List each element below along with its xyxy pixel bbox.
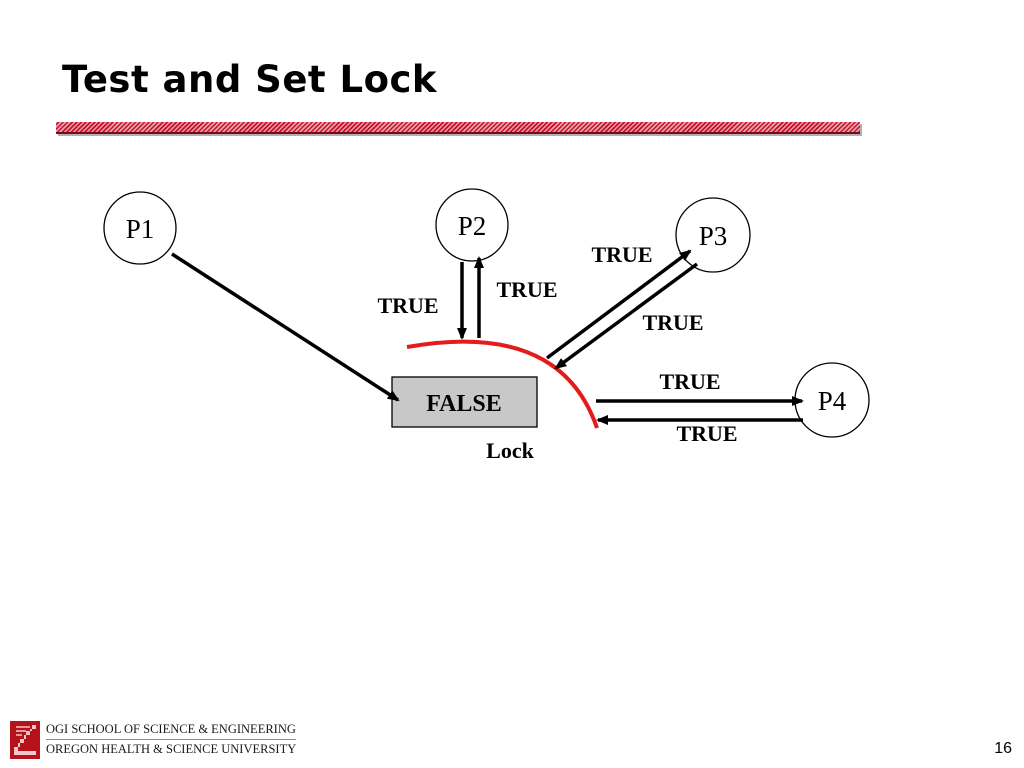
edge-label-p3-to-lock: TRUE	[642, 310, 703, 335]
process-label-p4: P4	[818, 386, 847, 416]
process-node-p2: P2	[435, 188, 509, 262]
ohsu-logo-icon	[10, 721, 40, 759]
lock-boundary-arc	[406, 339, 599, 429]
edge-label-lock-to-p3: TRUE	[591, 242, 652, 267]
edge-label-p4-to-lock: TRUE	[676, 421, 737, 446]
lock-box	[391, 376, 538, 428]
lock-caption: Lock	[486, 438, 534, 463]
process-node-p4: P4	[794, 362, 870, 438]
edge-label-lock-to-p2: TRUE	[496, 277, 557, 302]
edge-lock-to-p3	[545, 249, 692, 360]
process-label-p2: P2	[458, 211, 487, 241]
edge-label-p2-to-lock: TRUE	[377, 293, 438, 318]
footer-university-name: OREGON HEALTH & SCIENCE UNIVERSITY	[46, 742, 297, 756]
title-underline	[56, 122, 860, 134]
edge-label-lock-to-p4: TRUE	[659, 369, 720, 394]
slide-title: Test and Set Lock	[62, 58, 438, 101]
footer-school-name: OGI SCHOOL OF SCIENCE & ENGINEERING	[46, 720, 297, 740]
edge-p3-to-lock	[554, 262, 699, 370]
edge-p1-to-lock	[171, 252, 400, 402]
process-node-p1: P1	[103, 191, 177, 265]
process-label-p3: P3	[699, 221, 728, 251]
page-number: 16	[994, 740, 1012, 757]
process-node-p3: P3	[675, 197, 751, 273]
footer-institution: OGI SCHOOL OF SCIENCE & ENGINEERING OREG…	[46, 720, 297, 759]
process-label-p1: P1	[126, 214, 155, 244]
lock-value: FALSE	[426, 391, 502, 417]
